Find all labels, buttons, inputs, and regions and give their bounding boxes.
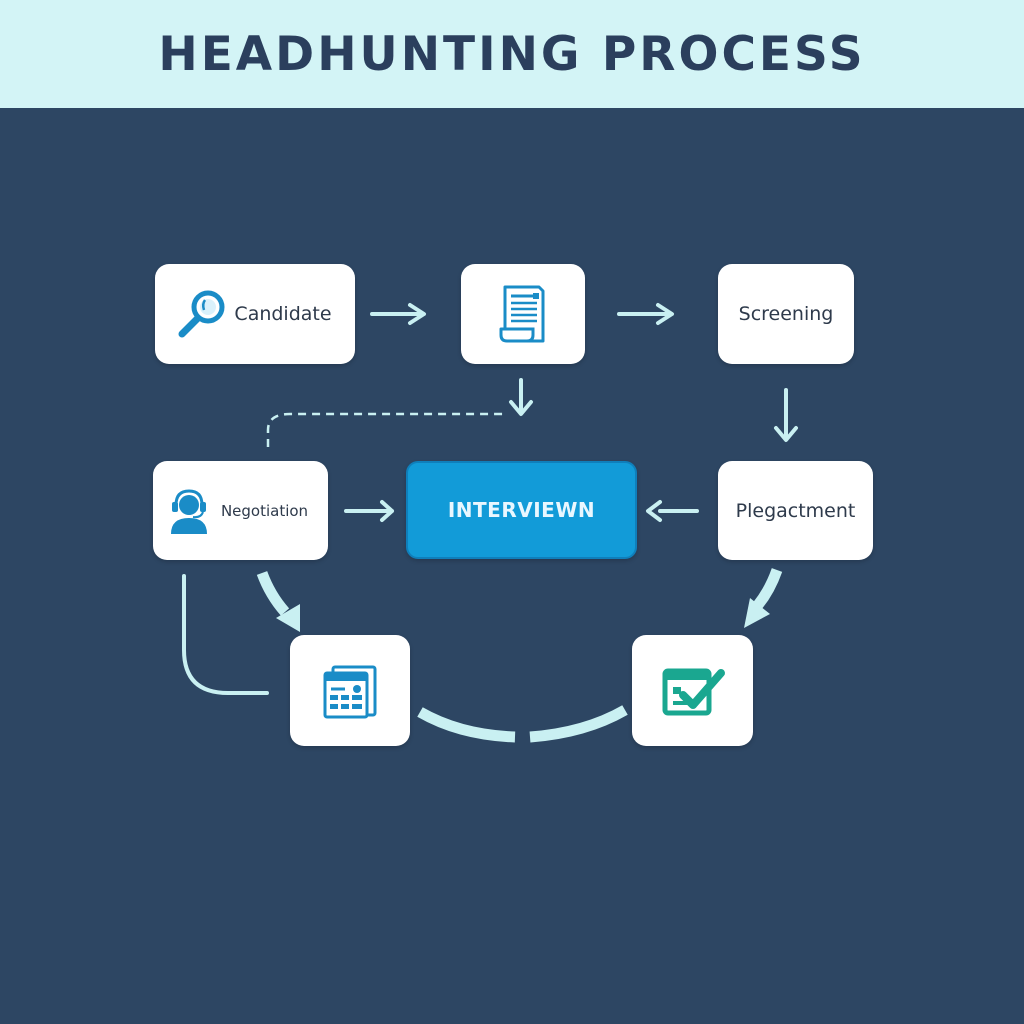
arrow-placement-to-interview bbox=[646, 500, 699, 522]
node-negotiation[interactable]: Negotiation bbox=[153, 461, 328, 560]
arrow-interview-to-negotiation bbox=[344, 500, 394, 522]
negotiation-label: Negotiation bbox=[220, 501, 309, 520]
magnifier-icon bbox=[172, 286, 228, 342]
node-resume[interactable] bbox=[461, 264, 585, 364]
arrow-negotiation-to-offer bbox=[256, 571, 290, 616]
arrow-screening-down bbox=[774, 388, 798, 442]
spreadsheet-icon bbox=[319, 661, 381, 721]
arrow-placement-to-hired bbox=[753, 568, 783, 609]
node-interview[interactable]: INTERVIEWN bbox=[406, 461, 637, 559]
interview-label: INTERVIEWN bbox=[447, 498, 596, 522]
screening-label: Screening bbox=[738, 303, 834, 325]
arrow-candidate-to-resume bbox=[370, 303, 426, 325]
placement-label: Plegactment bbox=[735, 499, 856, 522]
diagram-title: HEADHUNTING PROCESS bbox=[158, 26, 866, 82]
checkbox-check-icon bbox=[659, 661, 727, 721]
arc-hired-to-mid bbox=[529, 705, 628, 743]
node-candidate[interactable]: Candidate bbox=[155, 264, 355, 364]
arc-offer-to-mid bbox=[417, 707, 516, 743]
document-icon bbox=[493, 283, 553, 345]
headset-person-icon bbox=[165, 486, 213, 536]
dashed-connector bbox=[266, 412, 505, 447]
title-banner: HEADHUNTING PROCESS bbox=[0, 0, 1024, 108]
arrow-resume-down bbox=[509, 378, 533, 416]
arrowhead-hired bbox=[744, 598, 770, 628]
connector-left-bracket bbox=[182, 574, 269, 695]
candidate-label: Candidate bbox=[234, 303, 332, 325]
arrowhead-offer bbox=[276, 604, 300, 632]
node-hired[interactable] bbox=[632, 635, 753, 746]
node-placement[interactable]: Plegactment bbox=[718, 461, 873, 560]
node-screening[interactable]: Screening bbox=[718, 264, 854, 364]
arrow-resume-to-screening bbox=[617, 303, 674, 325]
node-offer[interactable] bbox=[290, 635, 410, 746]
